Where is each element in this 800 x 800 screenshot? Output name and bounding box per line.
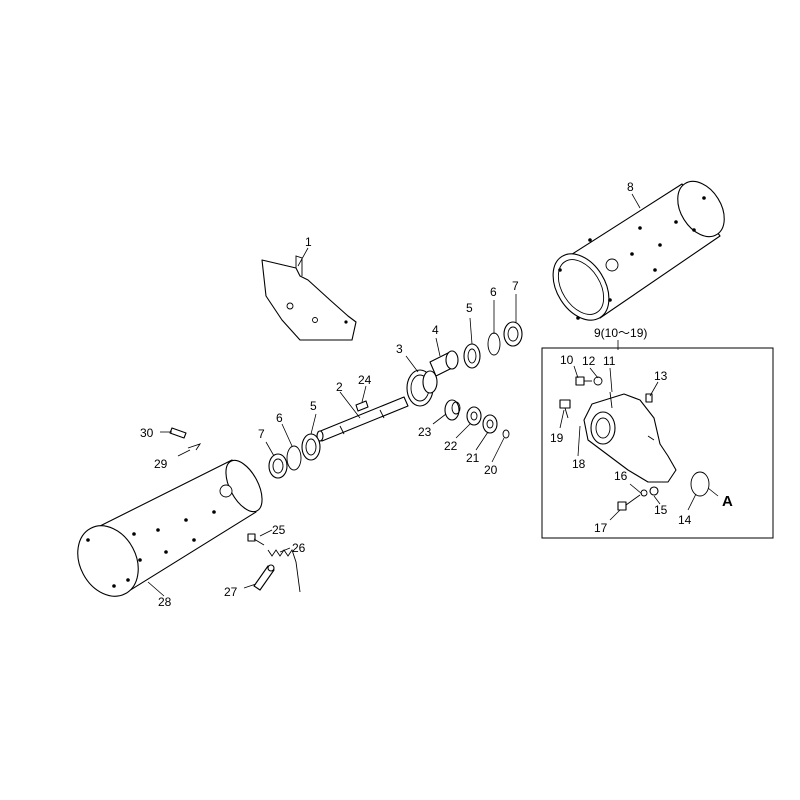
inset-label: 9(10～19) <box>594 326 647 340</box>
bearing-right <box>463 343 481 369</box>
shaft <box>316 396 409 442</box>
callout-26: 26 <box>292 541 306 555</box>
callout-5-right: 5 <box>466 301 473 315</box>
callout-18: 18 <box>572 457 586 471</box>
pinion-shaft <box>429 350 459 377</box>
callout-4: 4 <box>432 323 439 337</box>
clip-29 <box>187 443 202 451</box>
washer-15 <box>649 486 659 496</box>
inset-frame <box>541 347 774 539</box>
roller-27 <box>253 564 275 591</box>
bolt-17 <box>617 494 641 511</box>
callout-15: 15 <box>654 503 668 517</box>
callout-1: 1 <box>305 235 312 249</box>
callout-6-left: 6 <box>276 411 283 425</box>
callout-30: 30 <box>140 426 154 440</box>
callout-25: 25 <box>272 523 286 537</box>
callout-14: 14 <box>678 513 692 527</box>
callout-numbers: 1 2 3 4 5 6 7 5 6 7 8 10 11 12 13 14 15 … <box>140 180 733 609</box>
callout-24: 24 <box>358 373 372 387</box>
callout-20: 20 <box>484 463 498 477</box>
seal-right <box>503 321 523 347</box>
callout-5-left: 5 <box>310 399 317 413</box>
drum-right <box>552 180 725 321</box>
bearing-left <box>301 433 321 461</box>
callout-21: 21 <box>466 451 480 465</box>
pin-30 <box>169 427 187 439</box>
snap-ring-left <box>286 445 302 471</box>
drum-left <box>77 459 263 597</box>
gear-small <box>444 399 461 421</box>
callout-23: 23 <box>418 425 432 439</box>
washer-16 <box>640 489 648 497</box>
key <box>355 400 369 412</box>
callout-13: 13 <box>654 369 668 383</box>
bolt-19 <box>559 399 571 419</box>
callout-11: 11 <box>603 354 616 368</box>
ring-20 <box>502 429 510 439</box>
washer-12 <box>593 376 603 386</box>
bolt-25 <box>247 533 265 546</box>
cover-plate <box>261 255 357 341</box>
callout-12: 12 <box>582 354 596 368</box>
callout-17: 17 <box>594 521 608 535</box>
snap-ring-right <box>487 332 501 356</box>
bolt-10 <box>575 376 592 386</box>
o-ring-14 <box>690 471 710 497</box>
seal-left <box>268 453 288 479</box>
callout-7-right: 7 <box>512 279 519 293</box>
callout-7-left: 7 <box>258 427 265 441</box>
callout-2: 2 <box>336 380 343 394</box>
bearing-21 <box>482 414 498 434</box>
gear-large <box>406 369 438 407</box>
bearing-22 <box>466 406 482 426</box>
callout-6-right: 6 <box>490 285 497 299</box>
callout-8: 8 <box>627 180 634 194</box>
callout-28: 28 <box>158 595 172 609</box>
callout-27: 27 <box>224 585 238 599</box>
view-marker-a: A <box>722 493 733 510</box>
callout-3: 3 <box>396 342 403 356</box>
callout-19: 19 <box>550 431 564 445</box>
callout-29: 29 <box>154 457 168 471</box>
callout-22: 22 <box>444 439 458 453</box>
gear-case <box>583 391 677 483</box>
callout-10: 10 <box>560 353 574 367</box>
bolt-13 <box>645 393 653 403</box>
leader-lines <box>147 193 719 597</box>
callout-16: 16 <box>614 469 628 483</box>
